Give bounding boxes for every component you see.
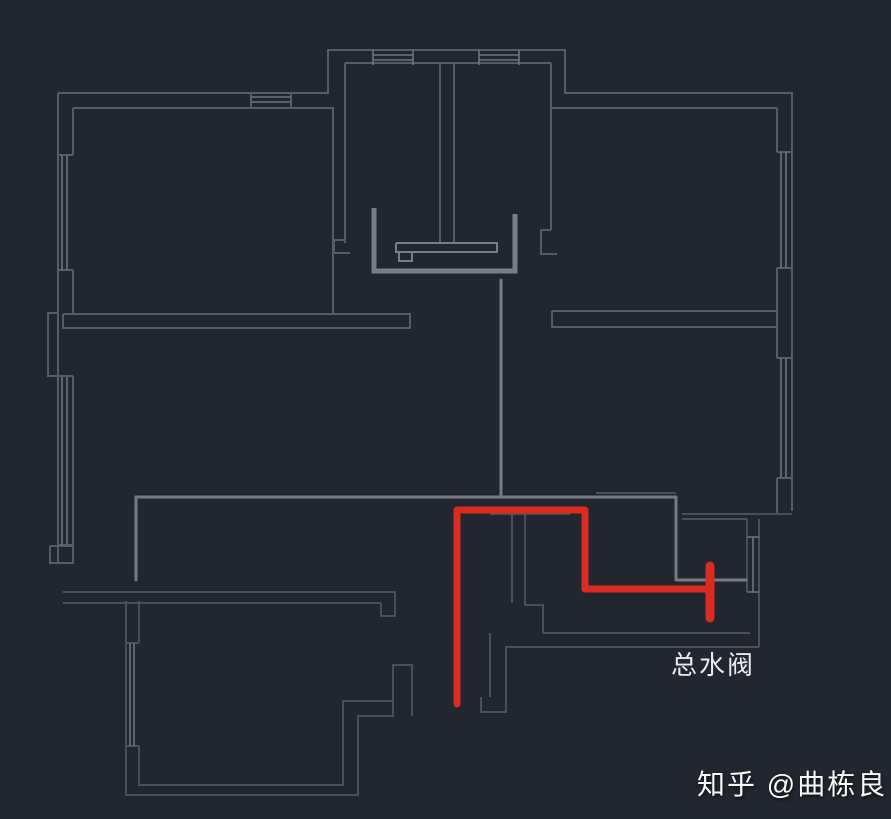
left-window-caps: [58, 154, 73, 546]
red-pipe-route: [453, 506, 710, 708]
left-wall-pier-lower: [49, 545, 74, 564]
entry-left-jamb: [511, 514, 544, 633]
right-wall-window-upper: [780, 152, 787, 268]
bathtub-outline: [371, 208, 518, 274]
bottom-left-room-pillar: [392, 664, 413, 716]
top-left-wall-window: [251, 96, 291, 103]
left-wall-window-upper: [61, 155, 68, 270]
mid-left-partition-wall: [62, 313, 411, 329]
lower-partition-wall: [63, 591, 396, 617]
entry-top-wall: [682, 513, 792, 520]
left-wall-pier: [47, 312, 58, 377]
outer-boundary-wall: [58, 49, 793, 511]
water-pipe-red-highlight: [453, 506, 715, 708]
vanity-counter: [395, 242, 498, 262]
entry-bottom-wall: [505, 592, 760, 648]
left-wall-window-lower: [61, 377, 68, 545]
bath-core-window-1: [372, 50, 414, 65]
bath-core-window-2: [478, 50, 520, 65]
wall-lines: [47, 49, 793, 564]
water-pipe-gray: [134, 278, 748, 582]
entry-side-window: [747, 536, 759, 593]
window-lines: [61, 50, 787, 746]
right-wall-window-lower: [780, 358, 787, 478]
lower-wall-lines: [63, 492, 792, 796]
bath-shaft-wall-feet: [333, 229, 557, 255]
top-left-inner-wall: [73, 107, 334, 314]
kitchen-door-jamb: [480, 633, 507, 713]
bath-shaft-walls: [344, 63, 552, 243]
bottom-left-room-window: [129, 643, 135, 746]
top-wall-window-frame: [250, 93, 292, 108]
main-valve-label: 总水阀: [671, 650, 756, 680]
right-window-caps: [777, 151, 792, 479]
bottom-left-room-walls: [125, 601, 394, 796]
mid-right-partition-wall: [551, 310, 778, 328]
zhihu-watermark: 知乎 @曲栋良: [697, 769, 888, 800]
bathroom-fixtures: [371, 208, 518, 274]
